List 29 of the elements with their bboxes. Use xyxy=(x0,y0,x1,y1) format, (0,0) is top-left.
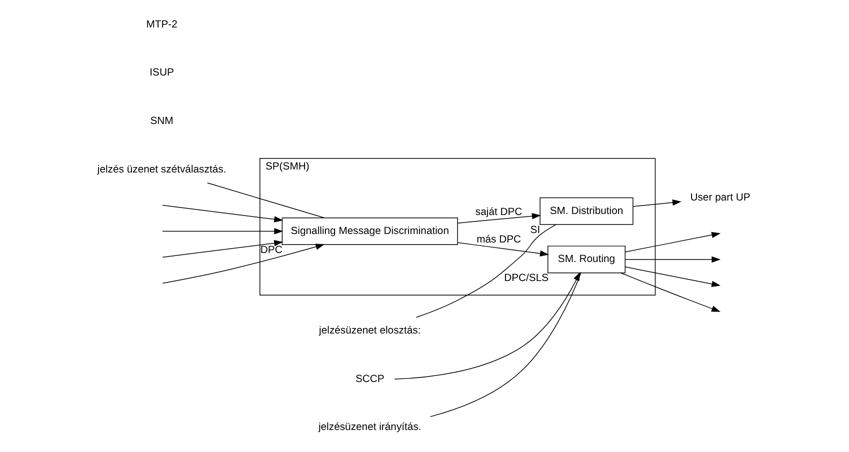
node-box: SM. Routing xyxy=(547,246,626,274)
label: MTP-2 xyxy=(146,19,178,30)
label: SNM xyxy=(150,116,174,127)
arrow xyxy=(624,256,721,263)
node-text: jelzés üzenet szétválasztás. xyxy=(97,164,226,176)
node-label: DPC/SLS xyxy=(504,273,549,284)
node-text: jelzésüzenet irányítás. xyxy=(318,422,422,434)
arrow xyxy=(624,232,721,252)
arrow xyxy=(162,204,284,222)
arrow xyxy=(620,272,721,312)
node-box: Signalling Message Discrimination xyxy=(282,217,458,245)
edge-label: más DPC xyxy=(476,234,522,246)
arrow xyxy=(162,228,284,234)
edge-label: saját DPC xyxy=(475,207,522,218)
connector xyxy=(207,182,324,218)
arrow xyxy=(162,240,284,258)
node-text: SCCP xyxy=(355,374,384,385)
arrow xyxy=(457,213,541,224)
arrow xyxy=(624,266,721,287)
arrow xyxy=(457,242,549,257)
node-text: jelzésüzenet elosztás: xyxy=(319,326,421,337)
arrow xyxy=(162,244,325,284)
node-box: SM. Distribution xyxy=(540,197,634,225)
node-text: User part UP xyxy=(690,192,750,204)
connector xyxy=(416,224,556,318)
label: ISUP xyxy=(150,68,174,79)
arrow xyxy=(632,199,682,207)
node-label: DPC xyxy=(260,244,282,256)
node-label: SI xyxy=(530,224,540,236)
